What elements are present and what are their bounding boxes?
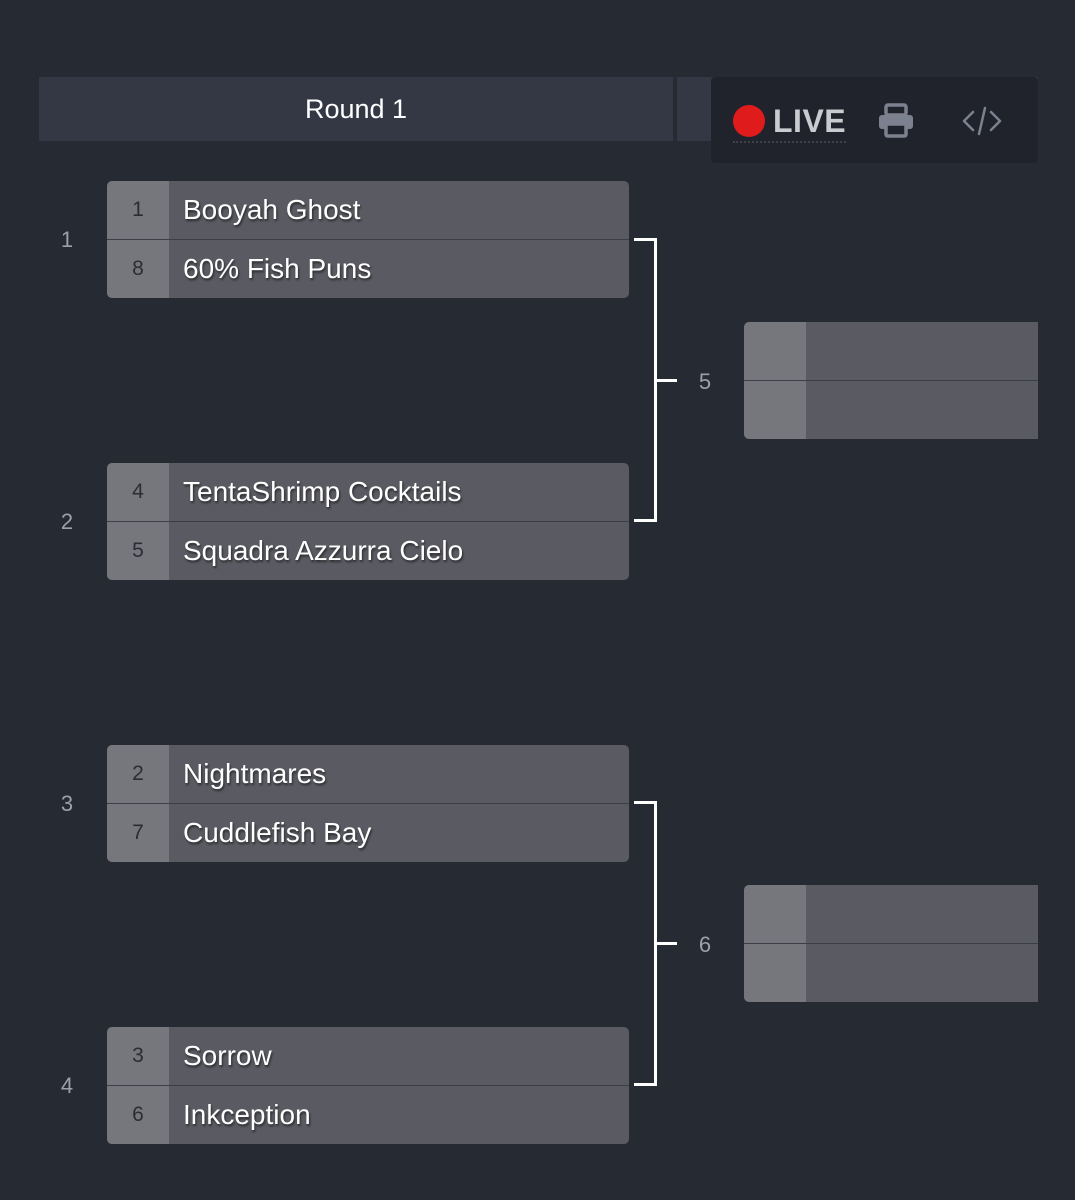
seed-number: 1	[107, 181, 169, 239]
embed-code-button[interactable]	[961, 103, 1003, 139]
team-name: Cuddlefish Bay	[183, 817, 372, 848]
seed-number: 4	[107, 463, 169, 521]
match-slot[interactable]	[744, 380, 1038, 439]
match-number: 1	[60, 227, 74, 252]
team-name: Squadra Azzurra Cielo	[183, 535, 464, 566]
team-name: Nightmares	[183, 758, 327, 789]
seed-number: 8	[107, 240, 169, 298]
seed-number: 3	[107, 1027, 169, 1085]
team-name	[806, 381, 1038, 439]
seed-number	[744, 322, 806, 380]
match-slot[interactable]: 2 Nightmares	[107, 745, 629, 803]
seed-number: 5	[107, 522, 169, 580]
team-name: 60% Fish Puns	[183, 253, 372, 284]
team-name	[806, 944, 1038, 1002]
match-slot[interactable]: 6 Inkception	[107, 1085, 629, 1144]
team-name: Booyah Ghost	[183, 194, 361, 225]
code-icon	[962, 106, 1002, 136]
printer-icon	[879, 103, 913, 138]
match-number: 2	[60, 509, 74, 534]
match-number: 3	[60, 791, 74, 816]
match-number: 5	[698, 369, 712, 394]
match-slot[interactable]	[744, 943, 1038, 1002]
team-name	[806, 885, 1038, 943]
team-name	[806, 322, 1038, 380]
match-slot[interactable]: 1 Booyah Ghost	[107, 181, 629, 239]
match-number: 4	[60, 1073, 74, 1098]
bracket-connector-tick	[657, 942, 677, 945]
match-slot[interactable]: 3 Sorrow	[107, 1027, 629, 1085]
seed-number	[744, 381, 806, 439]
seed-number: 2	[107, 745, 169, 803]
match-card[interactable]: 4 TentaShrimp Cocktails 5 Squadra Azzurr…	[107, 463, 629, 580]
match-card[interactable]: 1 Booyah Ghost 8 60% Fish Puns	[107, 181, 629, 298]
team-name: Sorrow	[183, 1040, 272, 1071]
live-label: LIVE	[773, 102, 847, 139]
bracket-connector-tick	[657, 379, 677, 382]
team-name: TentaShrimp Cocktails	[183, 476, 462, 507]
seed-number: 6	[107, 1086, 169, 1144]
match-slot[interactable]: 5 Squadra Azzurra Cielo	[107, 521, 629, 580]
bracket-connector	[634, 238, 657, 522]
match-number: 6	[698, 932, 712, 957]
match-card[interactable]: 2 Nightmares 7 Cuddlefish Bay	[107, 745, 629, 862]
match-slot[interactable]: 4 TentaShrimp Cocktails	[107, 463, 629, 521]
match-card[interactable]	[744, 322, 1038, 439]
match-slot[interactable]: 8 60% Fish Puns	[107, 239, 629, 298]
live-button[interactable]: LIVE	[733, 101, 847, 143]
match-slot[interactable]: 7 Cuddlefish Bay	[107, 803, 629, 862]
seed-number: 7	[107, 804, 169, 862]
seed-number	[744, 885, 806, 943]
match-card[interactable]	[744, 885, 1038, 1002]
print-button[interactable]	[877, 103, 915, 139]
match-slot[interactable]	[744, 885, 1038, 943]
live-record-icon	[733, 105, 765, 137]
seed-number	[744, 944, 806, 1002]
match-card[interactable]: 3 Sorrow 6 Inkception	[107, 1027, 629, 1144]
round-1-title: Round 1	[304, 93, 408, 124]
bracket-connector	[634, 801, 657, 1086]
match-slot[interactable]	[744, 322, 1038, 380]
round-1-header: Round 1	[39, 77, 673, 141]
bracket-toolbar: LIVE	[711, 77, 1038, 163]
team-name: Inkception	[183, 1099, 311, 1130]
